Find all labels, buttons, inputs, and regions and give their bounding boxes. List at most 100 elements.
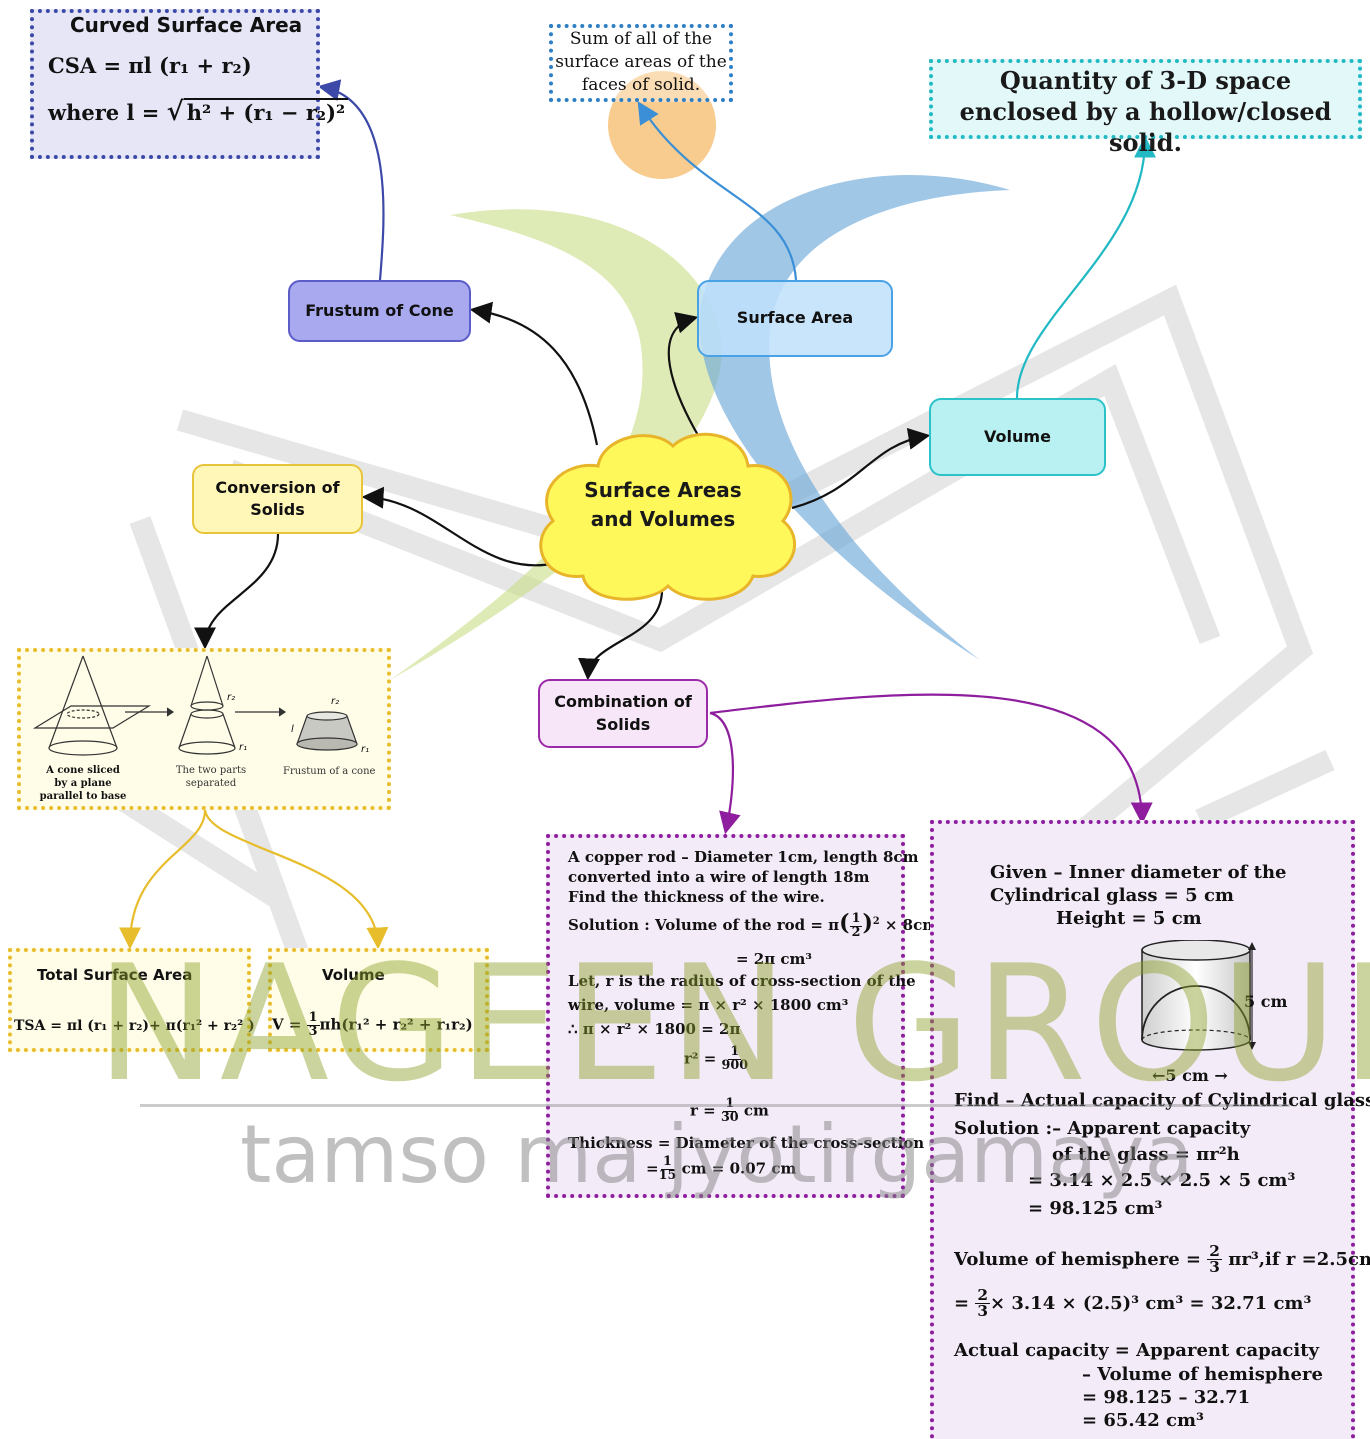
- cone-caption-frustum: Frustum of a cone: [283, 766, 376, 777]
- frustum-volume-prefix: V =: [272, 1015, 307, 1034]
- cone-label-r1b: r₁: [361, 744, 370, 755]
- central-cloud: [539, 432, 796, 601]
- node-frustum-label: Frustum of Cone: [305, 300, 454, 320]
- copper-line9-num: 1: [728, 1044, 742, 1060]
- cone-caption-sliced: A cone sliced by a plane parallel to bas…: [27, 764, 139, 803]
- glass-hemisphere-rest: πr³,if r =2.5cm: [1228, 1248, 1370, 1270]
- arrow-figure-to-volume: [203, 809, 389, 950]
- glass-given-line3: Height = 5 cm: [1056, 908, 1202, 929]
- copper-line1: A copper rod – Diameter 1cm, length 8cm: [568, 848, 919, 866]
- node-combination-line2: Solids: [595, 714, 651, 734]
- cone-caption-sliced-1: A cone sliced: [46, 765, 120, 776]
- frustum-volume-num: 1: [306, 1010, 320, 1026]
- copper-line10b: cm: [743, 1101, 769, 1120]
- glass-given-line1: Given – Inner diameter of the: [990, 862, 1287, 883]
- frustum-volume-rest: πh(r₁² + r₂² + r₁r₂): [319, 1015, 473, 1034]
- arrow-to-frustum: [469, 301, 599, 446]
- surface-def-line1: Sum of all of the: [569, 29, 713, 49]
- node-volume[interactable]: Volume: [929, 398, 1106, 476]
- cone-label-r1a: r₁: [239, 742, 248, 753]
- arrow-to-surface-area: [667, 312, 706, 448]
- cone-label-r2b: r₂: [331, 696, 340, 707]
- node-conversion-of-solids[interactable]: Conversion of Solids: [192, 464, 363, 534]
- glass-solution-line2: of the glass = πr²h: [1052, 1144, 1240, 1165]
- csa-formula: CSA = πl (r₁ + r₂): [48, 53, 252, 78]
- csa-slant-formula: where l = √h² + (r₁ − r₂)²: [48, 97, 349, 127]
- frustum-volume-title: Volume: [322, 966, 385, 984]
- surface-def-line2: surface areas of the: [555, 51, 727, 72]
- cone-caption-separated: The two parts separated: [161, 764, 261, 790]
- frustum-volume-den: 3: [308, 1023, 318, 1039]
- glass-width-dimension: ←5 cm →: [1152, 1066, 1228, 1085]
- volume-definition-box: Quantity of 3-D space enclosed by a holl…: [929, 59, 1362, 157]
- cone-slicing-figure: [32, 655, 358, 756]
- arrow-volume-to-def: [1015, 135, 1156, 399]
- cylinder-hemisphere-figure: [1141, 940, 1256, 1051]
- glass-solution-line1: Solution :– Apparent capacity: [954, 1118, 1251, 1139]
- cylindrical-glass-problem-box: Given – Inner diameter of the Cylindrica…: [930, 820, 1370, 1439]
- arrow-conversion-to-figure: [194, 533, 280, 650]
- cone-caption-separated-2: separated: [185, 778, 237, 789]
- copper-line11: Thickness = Diameter of the cross-sectio…: [568, 1134, 925, 1152]
- csa-slant-root: h² + (r₁ − r₂)²: [183, 98, 349, 125]
- copper-line4a: Solution : Volume of the rod = π: [568, 916, 840, 934]
- copper-line9a: r² =: [684, 1049, 717, 1068]
- copper-half-den: 2: [851, 924, 861, 940]
- glass-hemisphere2-num: 2: [975, 1286, 991, 1305]
- arrow-combination-to-copper: [709, 711, 741, 835]
- node-frustum-of-cone[interactable]: Frustum of Cone: [288, 280, 471, 342]
- arrow-to-volume: [791, 427, 931, 510]
- arrow-frustum-to-csa: [317, 79, 385, 281]
- tsa-title: Total Surface Area: [37, 966, 193, 984]
- copper-line12-num: 1: [661, 1154, 674, 1170]
- cone-caption-sliced-3: parallel to base: [39, 791, 127, 802]
- surface-def-line3: faces of solid.: [581, 74, 701, 95]
- copper-line7: wire, volume = π × r² × 1800 cm³: [568, 996, 849, 1014]
- copper-line2: converted into a wire of length 18m: [568, 868, 870, 886]
- copper-line10-den: 30: [720, 1109, 739, 1125]
- arrow-combination-to-glass: [709, 693, 1153, 825]
- volume-def-line2: enclosed by a hollow/closed solid.: [959, 97, 1332, 158]
- copper-line12-den: 15: [658, 1167, 677, 1183]
- node-surface-area-label: Surface Area: [736, 308, 854, 328]
- node-conversion-line2: Solids: [250, 500, 305, 519]
- copper-line12b: cm = 0.07 cm: [681, 1159, 797, 1178]
- copper-line10a: r =: [690, 1101, 716, 1120]
- volume-def-line1: Quantity of 3-D space: [999, 66, 1292, 95]
- glass-solution-line3: = 3.14 × 2.5 × 2.5 × 5 cm³: [1028, 1170, 1296, 1191]
- node-volume-label: Volume: [984, 426, 1051, 446]
- copper-line10-num: 1: [723, 1096, 737, 1112]
- glass-hemisphere-prefix: Volume of hemisphere =: [954, 1248, 1201, 1270]
- glass-find-line: Find – Actual capacity of Cylindrical gl…: [954, 1090, 1370, 1111]
- glass-hemisphere-den: 3: [1209, 1258, 1220, 1277]
- arrow-to-conversion: [361, 486, 557, 567]
- cone-slicing-figure-box: r₂ r₁ r₂ r₁ l A cone sliced by a plane p…: [17, 648, 391, 810]
- arrow-figure-to-tsa: [119, 809, 207, 950]
- copper-line4b: × 8cm³: [884, 916, 945, 934]
- central-topic[interactable]: Surface Areas and Volumes: [558, 476, 768, 534]
- arrow-to-combination: [578, 589, 664, 681]
- cone-label-r2a: r₂: [227, 692, 236, 703]
- copper-line12a: =: [646, 1159, 659, 1178]
- csa-title: Curved Surface Area: [70, 13, 303, 37]
- copper-line3: Find the thickness of the wire.: [568, 888, 825, 906]
- glass-actual-line4: = 65.42 cm³: [1082, 1410, 1204, 1431]
- copper-rod-problem-box: A copper rod – Diameter 1cm, length 8cm …: [546, 834, 945, 1198]
- csa-slant-prefix: where l =: [48, 100, 167, 125]
- glass-hemisphere-num: 2: [1207, 1242, 1222, 1261]
- node-combination-of-solids[interactable]: Combination of Solids: [538, 679, 708, 748]
- cone-caption-separated-1: The two parts: [175, 765, 247, 776]
- node-surface-area[interactable]: Surface Area: [697, 280, 893, 357]
- copper-line8: ∴ π × r² × 1800 = 2π: [568, 1020, 741, 1038]
- central-label-line1: Surface Areas: [584, 478, 742, 502]
- glass-actual-line1: Actual capacity = Apparent capacity: [954, 1340, 1320, 1361]
